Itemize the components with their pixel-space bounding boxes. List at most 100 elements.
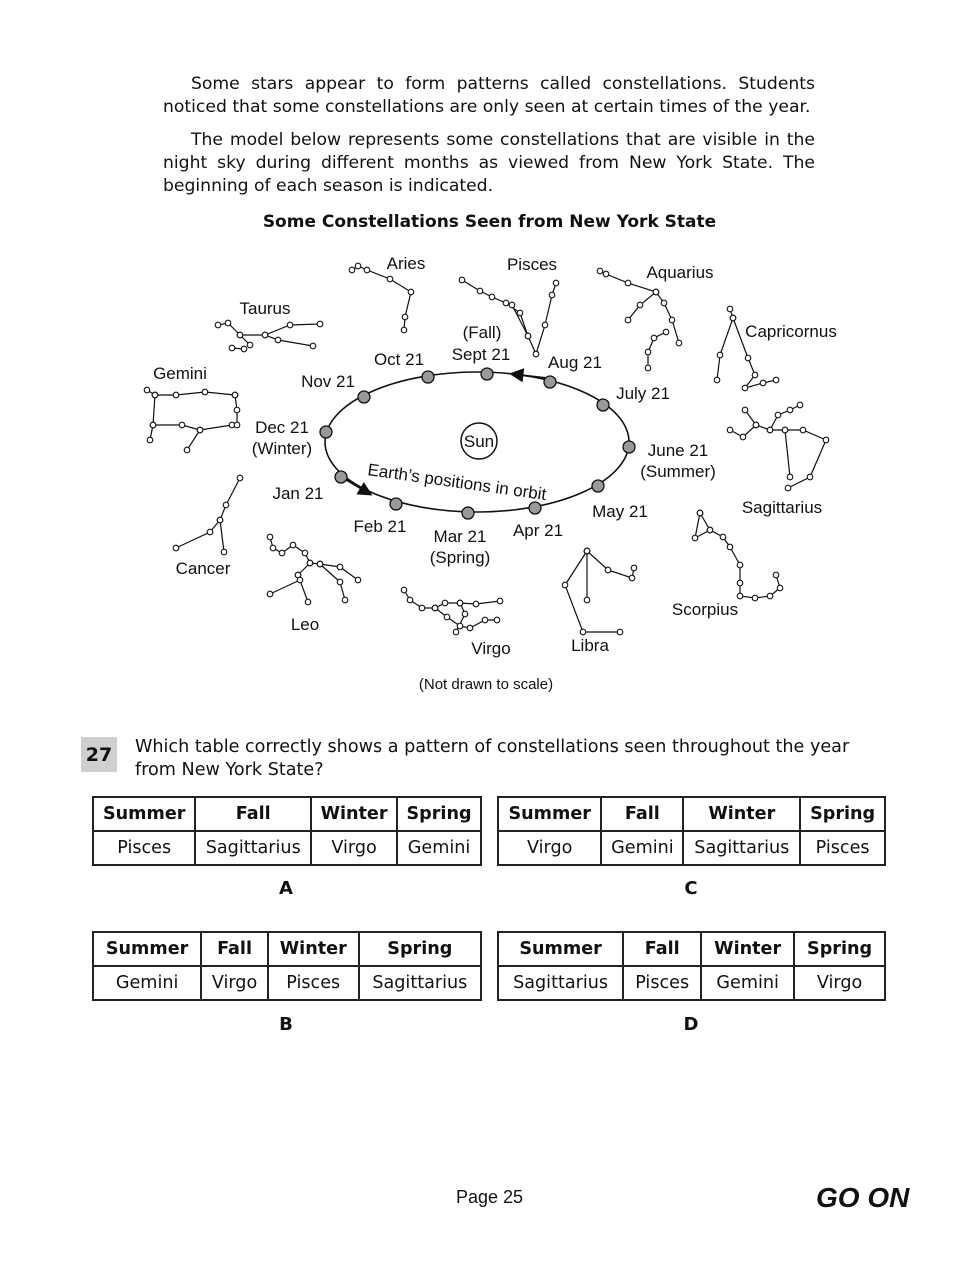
option-a-letter[interactable]: A <box>279 878 293 899</box>
header-summer: Summer <box>496 796 603 832</box>
label-may: May 21 <box>592 502 648 521</box>
label-sept: Sept 21 <box>452 345 511 364</box>
label-taurus: Taurus <box>239 299 290 318</box>
label-aug: Aug 21 <box>548 353 602 372</box>
star <box>400 326 408 334</box>
label-pisces: Pisces <box>507 255 557 274</box>
star <box>236 331 244 339</box>
star <box>736 592 744 600</box>
header-winter: Winter <box>310 796 399 832</box>
star <box>488 293 496 301</box>
cell-fall: Pisces <box>622 965 703 1001</box>
question-number: 27 <box>81 737 117 772</box>
star <box>496 597 504 605</box>
star <box>269 544 277 552</box>
star <box>719 533 727 541</box>
star <box>206 528 214 536</box>
star <box>744 354 752 362</box>
taurus-stars <box>214 319 324 353</box>
cell-spring: Virgo <box>793 965 886 1001</box>
star <box>579 628 587 636</box>
leo-stars <box>266 533 362 606</box>
star <box>729 314 737 322</box>
aries-stars <box>348 262 415 334</box>
header-summer: Summer <box>91 931 203 967</box>
star <box>691 534 699 542</box>
star <box>796 401 804 409</box>
star <box>662 328 670 336</box>
star <box>224 319 232 327</box>
option-c-table[interactable]: Summer Fall Winter Spring Virgo Gemini S… <box>496 796 886 866</box>
option-c-letter[interactable]: C <box>684 878 698 899</box>
star <box>400 586 408 594</box>
star <box>266 590 274 598</box>
question-text: Which table correctly shows a pattern of… <box>135 737 850 780</box>
cell-summer: Sagittarius <box>496 965 625 1001</box>
star <box>286 321 294 329</box>
star <box>309 342 317 350</box>
option-a-table[interactable]: Summer Fall Winter Spring Pisces Sagitta… <box>91 796 482 866</box>
star <box>172 391 180 399</box>
star <box>726 543 734 551</box>
star <box>336 578 344 586</box>
cell-summer: Gemini <box>91 965 203 1001</box>
star <box>481 616 489 624</box>
star <box>306 559 314 567</box>
star <box>316 320 324 328</box>
star <box>348 266 356 274</box>
star <box>461 610 469 618</box>
star <box>304 598 312 606</box>
star <box>668 316 676 324</box>
intro-paragraph-2: The model below represents some constell… <box>163 130 815 196</box>
star <box>441 599 449 607</box>
star <box>781 426 789 434</box>
label-spring: (Spring) <box>430 548 490 567</box>
label-dec: Dec 21 <box>255 418 309 437</box>
option-d-table[interactable]: Summer Fall Winter Spring Sagittarius Pi… <box>496 931 886 1001</box>
option-b-letter[interactable]: B <box>279 1014 293 1035</box>
star <box>233 406 241 414</box>
header-spring: Spring <box>793 931 886 967</box>
label-leo: Leo <box>291 615 319 634</box>
header-spring: Spring <box>799 796 886 832</box>
star <box>706 526 714 534</box>
star <box>652 288 660 296</box>
star <box>274 336 282 344</box>
star <box>630 564 638 572</box>
star <box>766 592 774 600</box>
cell-winter: Pisces <box>266 965 360 1001</box>
option-d-letter[interactable]: D <box>683 1014 699 1035</box>
star <box>452 628 460 636</box>
star <box>548 291 556 299</box>
star <box>316 560 324 568</box>
sun-label: Sun <box>464 432 494 451</box>
star <box>741 406 749 414</box>
star <box>799 426 807 434</box>
star <box>772 376 780 384</box>
star <box>602 270 610 278</box>
star <box>751 594 759 602</box>
star <box>739 433 747 441</box>
star <box>508 301 516 309</box>
gemini-stars <box>143 386 241 454</box>
star <box>660 299 668 307</box>
star <box>583 547 591 555</box>
star <box>240 345 248 353</box>
cell-fall: Sagittarius <box>194 830 313 866</box>
star <box>752 421 760 429</box>
header-spring: Spring <box>357 931 483 967</box>
star <box>476 287 484 295</box>
label-jan: Jan 21 <box>272 484 323 503</box>
option-b-table[interactable]: Summer Fall Winter Spring Gemini Virgo P… <box>91 931 483 1001</box>
constellation-orbit-diagram: Sun Earth’s positions in orbit (Fall) Se… <box>143 254 837 693</box>
star <box>759 379 767 387</box>
star <box>266 533 274 541</box>
star <box>220 548 228 556</box>
star <box>228 344 236 352</box>
figure-note: (Not drawn to scale) <box>419 676 553 693</box>
star <box>407 288 415 296</box>
star <box>183 446 191 454</box>
label-apr: Apr 21 <box>513 521 563 540</box>
star <box>222 501 230 509</box>
star <box>406 596 414 604</box>
